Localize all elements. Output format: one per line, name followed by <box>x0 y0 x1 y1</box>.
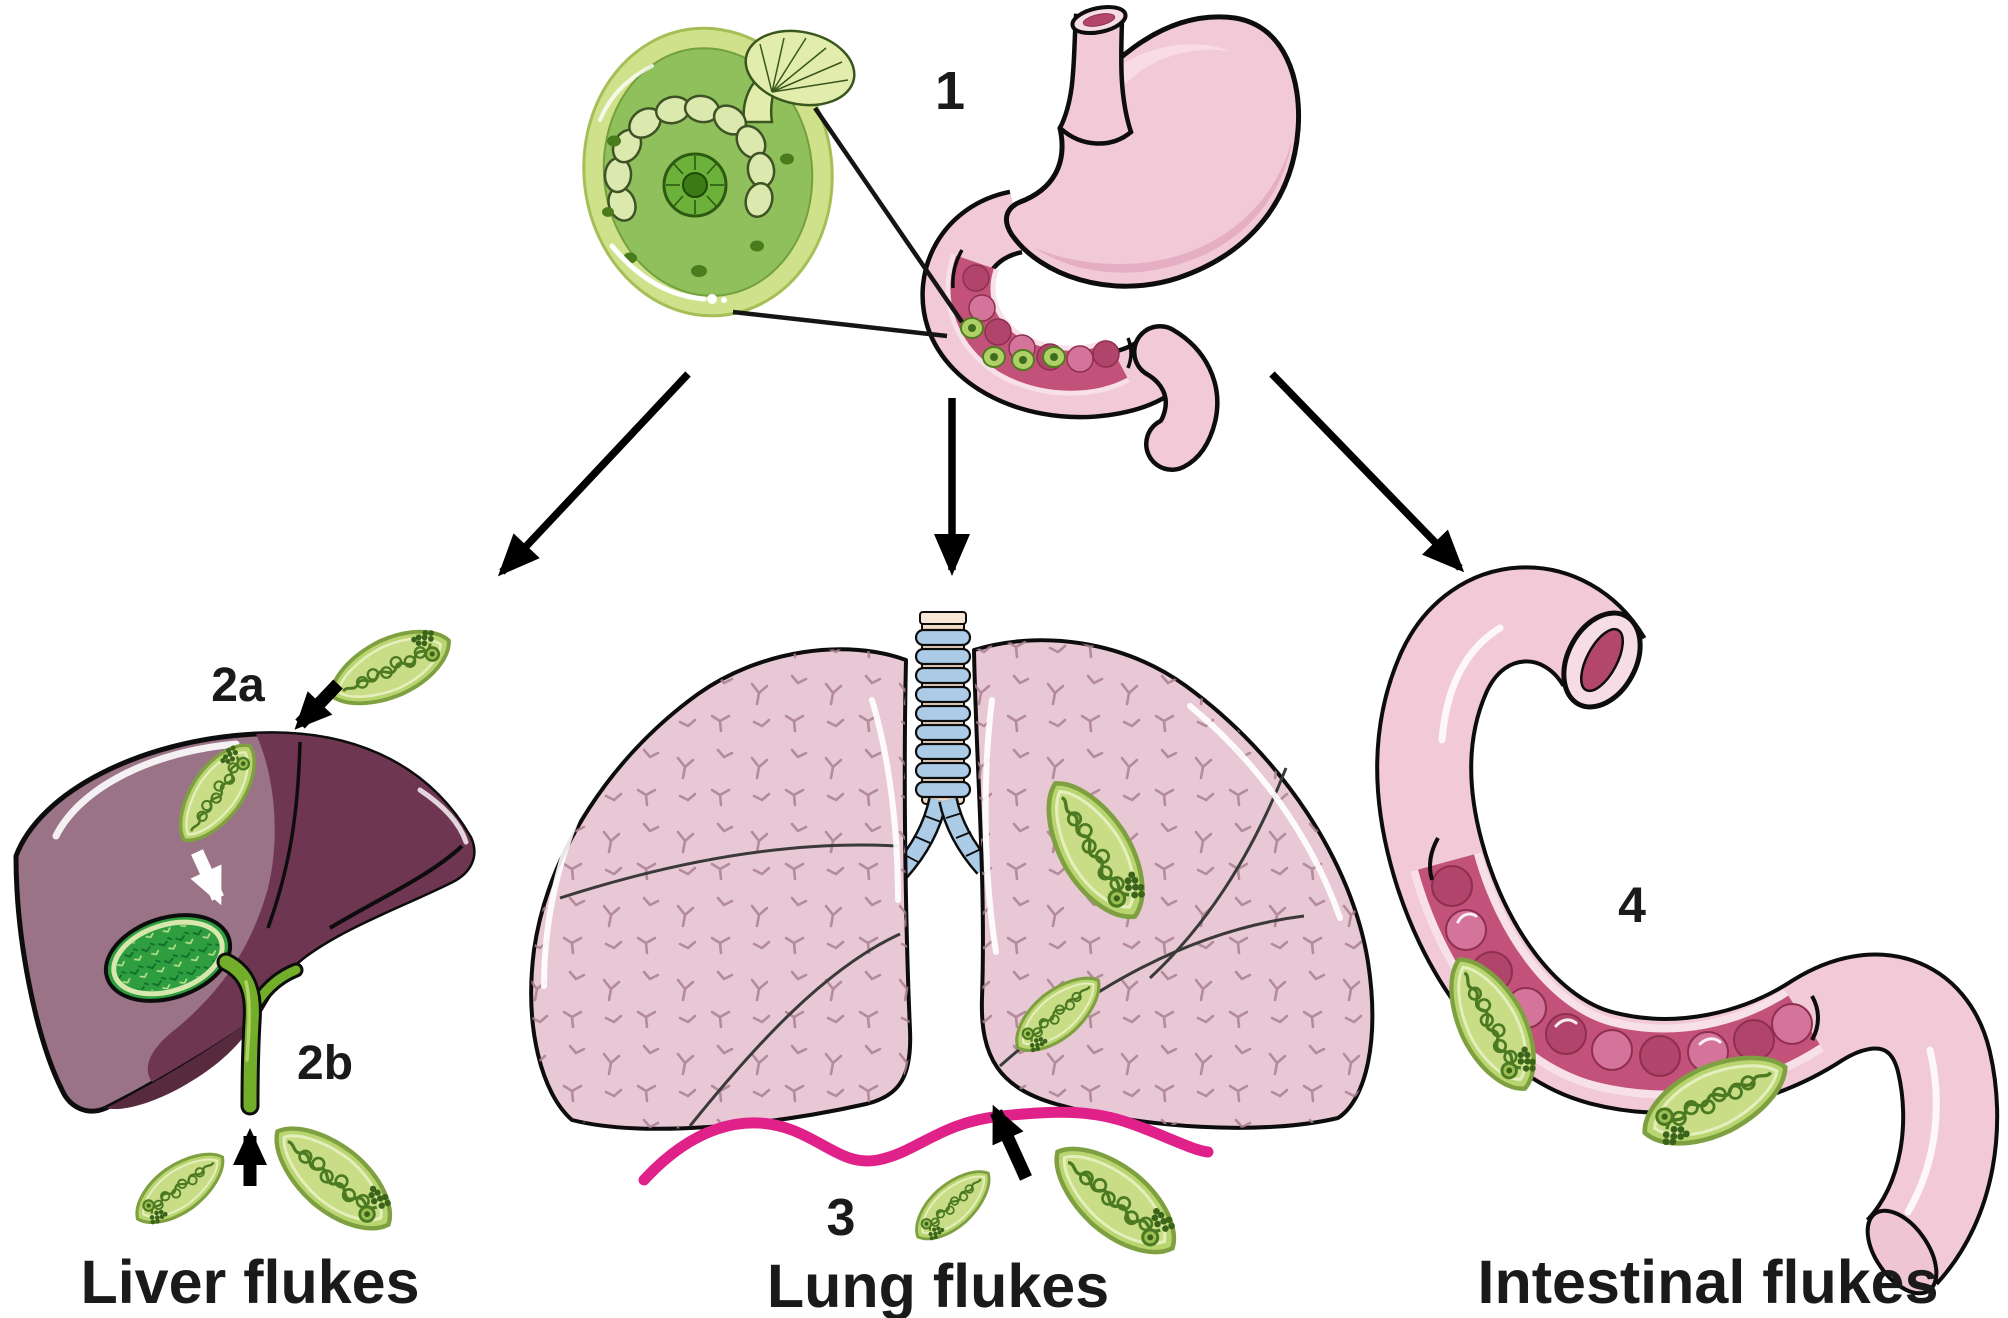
arrow-to-intestine <box>1269 371 1465 573</box>
caption-liver-flukes: Liver flukes <box>80 1248 420 1316</box>
diaphragm-line <box>638 1106 1214 1186</box>
cyst-highlights <box>598 64 707 302</box>
intestine-opening <box>1561 610 1643 710</box>
cyst-sucker <box>662 152 728 218</box>
pathway-arrows <box>497 371 1465 577</box>
trachea-icon <box>892 611 992 879</box>
fluke-icon-below-diaphragm-left <box>902 1156 1004 1254</box>
intestine-icon <box>1375 565 2000 1296</box>
left-lung <box>529 647 913 1131</box>
caption-intestinal-flukes: Intestinal flukes <box>1477 1248 1939 1316</box>
arrow-2a <box>294 679 343 730</box>
cyst-larva-segments <box>603 94 776 222</box>
lungs-icon <box>529 611 1375 1131</box>
step-label-3: 3 <box>826 1189 856 1247</box>
step-label-2a: 2a <box>211 659 265 712</box>
bile-duct-icon <box>216 952 304 1116</box>
step-label-1: 1 <box>934 61 966 121</box>
liver-icon <box>13 731 476 1116</box>
metacercarial-cyst-icon <box>582 26 856 318</box>
esophagus-opening <box>1070 4 1128 36</box>
duodenum-cysts <box>960 317 1066 371</box>
bronchi <box>892 797 992 879</box>
arrow-3 <box>990 1104 1032 1181</box>
white-arrow-into-bile-duct <box>190 849 224 906</box>
right-lung <box>972 638 1375 1130</box>
intestine-cut-end <box>1865 1208 1939 1296</box>
stomach-icon <box>920 4 1302 472</box>
fluke-icon-liver-bottom-right <box>257 1107 409 1249</box>
fluke-icon-ingested <box>317 612 463 724</box>
step-label-2b: 2b <box>296 1037 354 1090</box>
caption-lung-flukes: Lung flukes <box>766 1252 1110 1318</box>
gallbladder-icon <box>103 913 233 1003</box>
fluke-icon-liver-bottom-left <box>122 1136 238 1240</box>
esophagus <box>1057 13 1134 146</box>
duodenum <box>920 189 1220 472</box>
stomach-body <box>1003 14 1302 289</box>
cyst-tail-fan <box>742 29 856 124</box>
magnification-callout-lines <box>732 106 964 339</box>
step-label-4: 4 <box>1618 877 1646 933</box>
arrow-to-liver <box>497 371 691 577</box>
